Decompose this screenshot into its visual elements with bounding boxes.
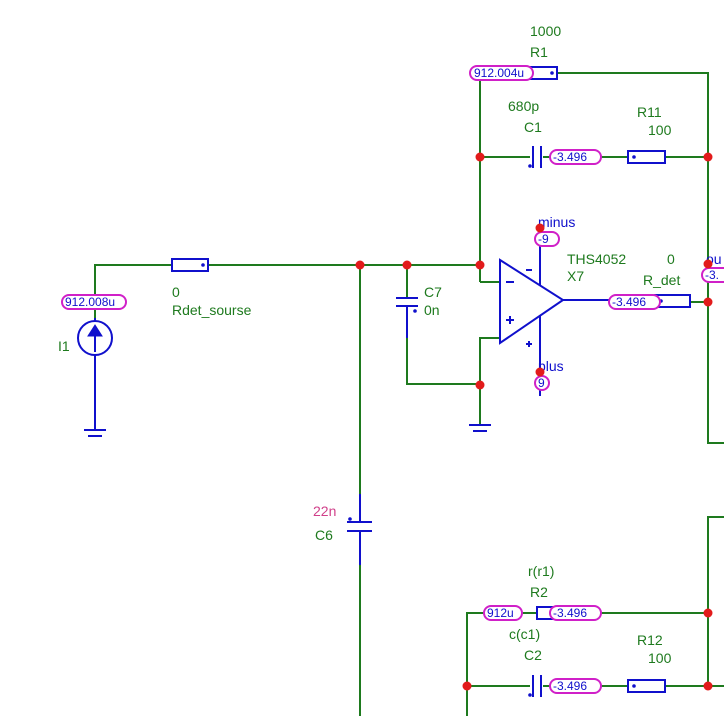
r2-value: r(r1) [528,563,554,579]
probe-i1-current[interactable]: 912.008u [61,294,127,310]
c2-name: C2 [524,647,542,663]
probe-plus-voltage[interactable]: 9 [534,375,550,391]
resistor-r11 [627,150,666,164]
r12-name: R12 [637,632,663,648]
probe-r1-current[interactable]: 912.004u [469,65,534,81]
r-det-name: R_det [643,272,680,288]
resistor-r12 [627,679,666,693]
svg-text:-3.: -3. [705,268,719,282]
c1-value: 680p [508,98,539,114]
rdet-sourse-name: Rdet_sourse [172,302,252,318]
c7-value: 0n [424,302,440,318]
junction-nodes [355,152,713,691]
r1-value: 1000 [530,23,561,39]
net-label-plus: plus [538,358,564,374]
c2-value: c(c1) [509,626,540,642]
i1-name: I1 [58,338,70,354]
probe-opamp-output[interactable]: -3.496 [608,294,661,310]
probe-r2-voltage[interactable]: -3.496 [549,605,602,621]
current-source-i1 [77,318,113,430]
svg-text:-3.496: -3.496 [553,679,587,693]
c1-name: C1 [524,119,542,135]
svg-text:9: 9 [538,376,545,390]
capacitor-c6 [347,494,372,565]
r12-value: 100 [648,650,672,666]
probe-c1-voltage[interactable]: -3.496 [549,149,602,165]
resistor-rdet-sourse [171,258,209,272]
svg-text:-3.496: -3.496 [553,606,587,620]
probe-r2-current[interactable]: 912u [483,605,523,621]
r-det-value: 0 [667,251,675,267]
capacitor-c7 [396,297,418,338]
r11-name: R11 [637,104,662,120]
svg-text:-3.496: -3.496 [612,295,646,309]
c6-name: C6 [315,527,333,543]
svg-text:-3.496: -3.496 [553,150,587,164]
c6-value: 22n [313,503,336,519]
capacitor-c2 [528,675,542,697]
rdet-sourse-value: 0 [172,284,180,300]
r2-name: R2 [530,584,548,600]
op-amp-symbol [499,228,610,396]
capacitor-c1 [528,146,542,168]
ground-symbol-input [84,429,106,437]
net-label-minus: minus [538,214,575,230]
op-amp-model-label: THS4052 [567,251,626,267]
c7-name: C7 [424,284,442,300]
probe-c2-voltage[interactable]: -3.496 [549,678,602,694]
probe-out-voltage[interactable]: -3. [701,267,724,283]
svg-text:912.004u: 912.004u [474,66,524,80]
r1-name: R1 [530,44,548,60]
op-amp-name-label: X7 [567,268,584,284]
probe-minus-voltage[interactable]: -9 [534,231,560,247]
r11-value: 100 [648,122,672,138]
svg-text:-9: -9 [538,232,549,246]
svg-text:912u: 912u [487,606,514,620]
svg-text:912.008u: 912.008u [65,295,115,309]
ground-symbol-opamp [469,424,491,432]
wires [94,72,724,716]
